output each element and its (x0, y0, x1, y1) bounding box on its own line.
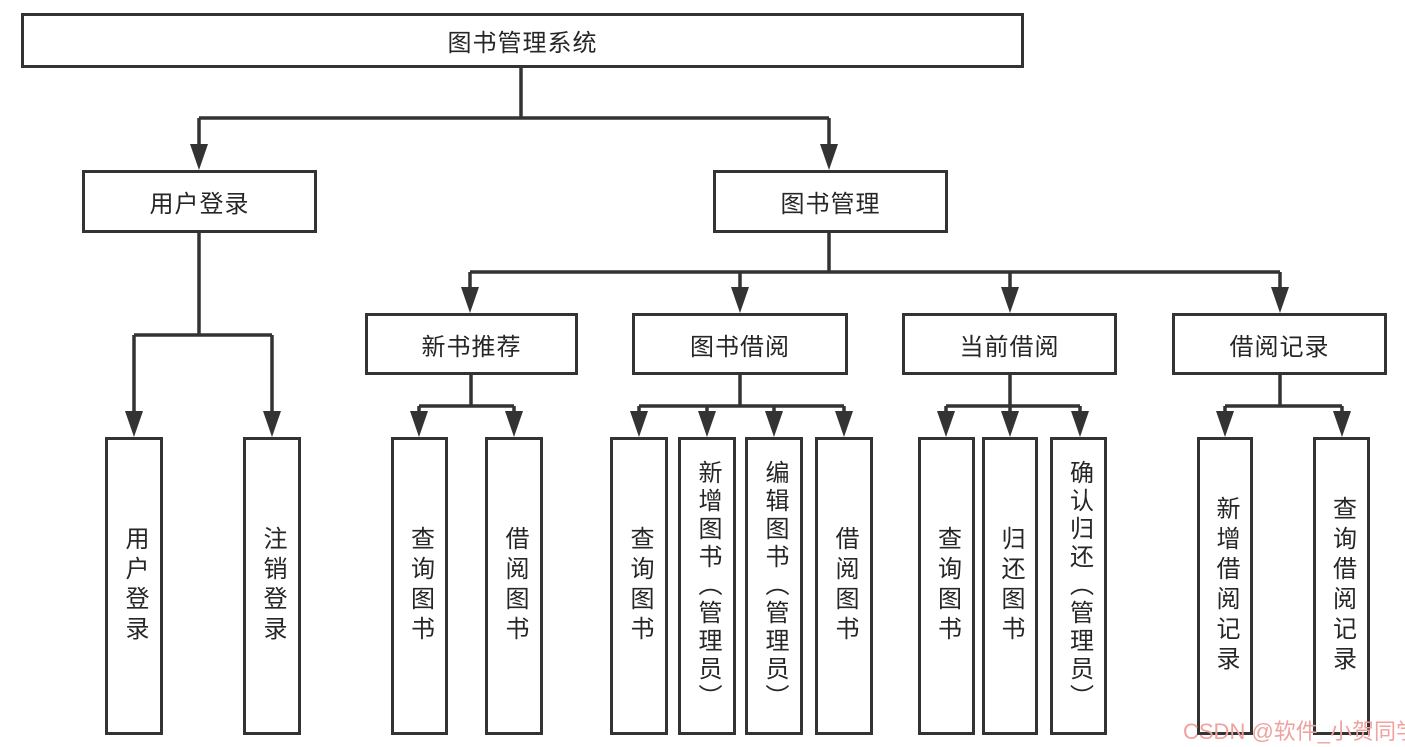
node-book-borrow: 图书借阅 (632, 313, 848, 375)
leaf-edit-books-admin: 编辑图书（管理员） (745, 437, 803, 735)
node-label: 注销登录 (259, 526, 286, 646)
node-label: 借阅图书 (831, 526, 858, 646)
node-library-system: 图书管理系统 (21, 13, 1024, 68)
connector-user-login (125, 233, 281, 437)
leaf-query-borrow-record: 查询借阅记录 (1313, 437, 1370, 735)
node-label: 图书借阅 (690, 333, 790, 361)
watermark: CSDN @软件_小贺同学 (1183, 719, 1405, 744)
node-borrow-records: 借阅记录 (1172, 313, 1387, 375)
leaf-logout: 注销登录 (243, 437, 301, 735)
node-book-management: 图书管理 (713, 170, 948, 233)
leaf-borrow-books: 借阅图书 (815, 437, 873, 735)
leaf-confirm-return-admin: 确认归还（管理员） (1050, 437, 1107, 735)
leaf-query-books-current: 查询图书 (918, 437, 975, 735)
leaf-borrow-books-recommend: 借阅图书 (485, 437, 543, 735)
leaf-add-borrow-record: 新增借阅记录 (1197, 437, 1253, 735)
node-label: 当前借阅 (959, 333, 1060, 361)
leaf-query-books-recommend: 查询图书 (391, 437, 448, 735)
node-label: 新书推荐 (421, 333, 522, 361)
node-label: 借阅记录 (1229, 333, 1330, 361)
node-label: 图书管理 (780, 191, 881, 218)
node-current-borrow: 当前借阅 (902, 313, 1117, 375)
node-label: 归还图书 (997, 526, 1024, 646)
connector-book-management (461, 233, 1289, 313)
node-label: 图书管理系统 (447, 30, 598, 57)
node-label: 查询图书 (626, 526, 653, 646)
connector-book-borrow (630, 375, 853, 437)
node-label: 新增借阅记录 (1212, 496, 1239, 676)
connector-current-borrow (937, 375, 1089, 437)
connector-borrow-records (1216, 375, 1351, 437)
node-new-book-recommend: 新书推荐 (365, 313, 578, 375)
node-label: 新增图书（管理员） (694, 460, 721, 712)
leaf-query-books-borrow: 查询图书 (610, 437, 668, 735)
node-label: 查询图书 (406, 526, 434, 646)
node-label: 查询图书 (933, 526, 961, 646)
node-label: 查询借阅记录 (1328, 496, 1356, 676)
leaf-add-books-admin: 新增图书（管理员） (678, 437, 736, 735)
leaf-return-books: 归还图书 (982, 437, 1038, 735)
node-label: 确认归还（管理员） (1065, 460, 1093, 712)
connector-root (190, 68, 838, 170)
node-label: 用户登录 (121, 526, 148, 646)
node-label: 用户登录 (149, 191, 250, 218)
leaf-user-login: 用户登录 (105, 437, 163, 735)
node-label: 编辑图书（管理员） (761, 460, 788, 712)
connector-new-book-recommend (410, 375, 523, 437)
node-user-login: 用户登录 (82, 170, 317, 233)
node-label: 借阅图书 (501, 526, 528, 646)
